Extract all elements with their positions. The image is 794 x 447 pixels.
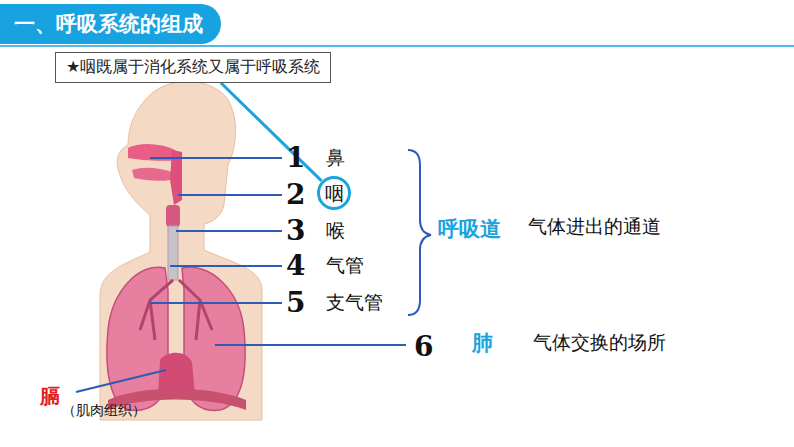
leader-lines xyxy=(76,158,406,392)
bronchi xyxy=(140,280,212,340)
node-text: 咽 xyxy=(325,181,344,206)
heart xyxy=(158,353,195,395)
node-text: ★咽既属于消化系统又属于呼吸系统 xyxy=(66,57,320,76)
part-name: 支气管 xyxy=(326,292,383,314)
highlight-circle: 咽 xyxy=(317,176,352,211)
callout-number: 5 xyxy=(286,287,305,319)
trachea xyxy=(168,226,178,280)
part-note: （肌肉组织） xyxy=(62,402,146,418)
group-name: 呼吸道 xyxy=(438,217,501,241)
function-note: 气体进出的通道 xyxy=(528,216,661,238)
callout-number: 1 xyxy=(286,142,305,174)
larynx xyxy=(166,205,180,227)
connector-line xyxy=(221,83,322,181)
function-note: 气体交换的场所 xyxy=(533,332,666,354)
part-name: 鼻 xyxy=(326,147,345,169)
brace xyxy=(408,150,431,315)
callout-number: 6 xyxy=(414,331,433,363)
part-name: 肺 xyxy=(472,331,493,355)
callout-number: 4 xyxy=(286,250,305,282)
body-outline xyxy=(100,82,262,420)
callout-number: 3 xyxy=(286,215,305,247)
section-title: 一、呼吸系统的组成 xyxy=(0,4,221,44)
part-name: 气管 xyxy=(326,255,364,277)
note-box: ★咽既属于消化系统又属于呼吸系统 xyxy=(55,52,331,83)
part-name: 膈 xyxy=(40,385,60,408)
header-rule xyxy=(0,45,794,47)
part-name: 喉 xyxy=(326,220,345,242)
mouth xyxy=(132,168,172,181)
callout-number: 2 xyxy=(286,179,305,211)
